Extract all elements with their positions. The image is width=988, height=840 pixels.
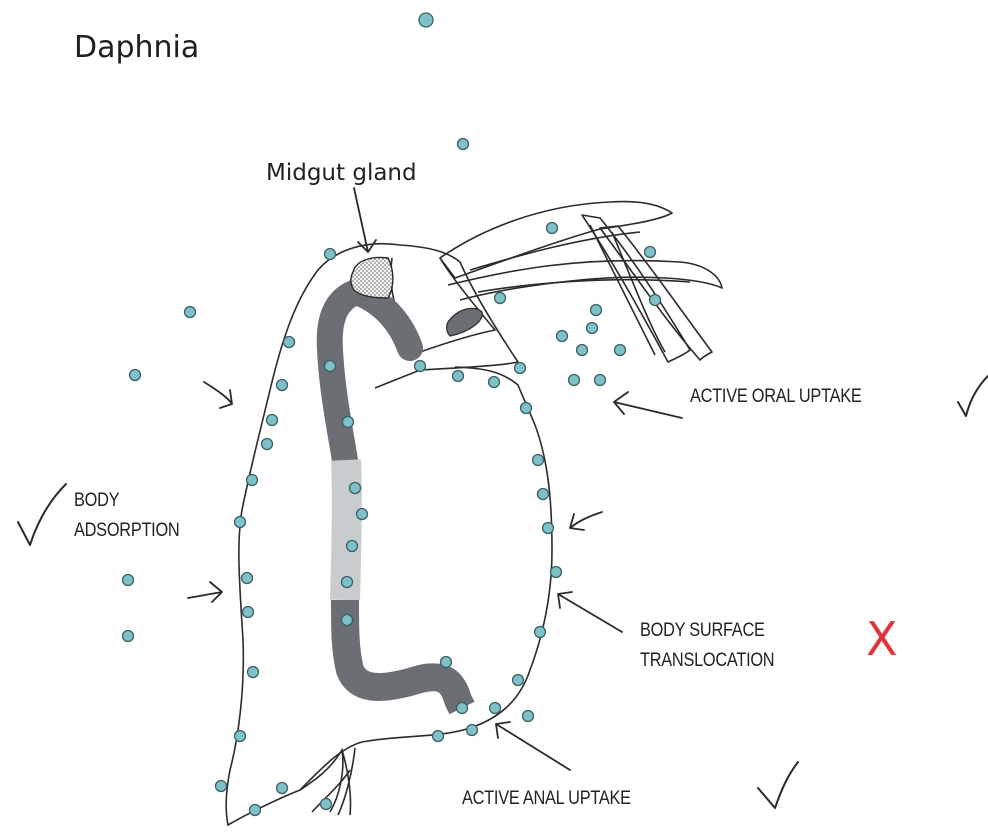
particle xyxy=(185,307,196,318)
particle xyxy=(357,509,368,520)
particle xyxy=(458,139,469,150)
particle xyxy=(557,331,568,342)
particle xyxy=(523,711,534,722)
particle xyxy=(513,675,524,686)
particle xyxy=(347,541,358,552)
carapace-outline xyxy=(226,270,552,825)
particle xyxy=(123,631,134,642)
particle xyxy=(490,703,501,714)
check-icon xyxy=(18,484,66,545)
arrow-oral xyxy=(614,392,682,418)
particle xyxy=(277,783,288,794)
check-marks xyxy=(18,376,988,808)
diagram-title: Daphnia xyxy=(74,30,199,65)
cross-icon: X xyxy=(866,612,898,666)
arrow-anal xyxy=(496,722,570,770)
particle xyxy=(521,403,532,414)
label-active-anal-uptake: ACTIVE ANAL UPTAKE xyxy=(462,784,631,814)
particle xyxy=(342,577,353,588)
gut xyxy=(330,292,462,708)
arrow-body-right xyxy=(570,512,602,530)
particle xyxy=(441,657,452,668)
particle xyxy=(343,417,354,428)
particle xyxy=(216,781,227,792)
particle xyxy=(415,361,426,372)
arrow-body-left-top xyxy=(204,382,232,408)
particle xyxy=(569,375,580,386)
particle xyxy=(342,615,353,626)
particle xyxy=(489,377,500,388)
particle xyxy=(433,731,444,742)
arrow-body-left-bottom xyxy=(188,582,222,602)
antenna xyxy=(440,202,722,362)
particle xyxy=(250,805,261,816)
particle xyxy=(243,607,254,618)
particle xyxy=(533,455,544,466)
arrow-surface xyxy=(558,592,622,632)
particle xyxy=(130,370,141,381)
particle xyxy=(247,475,258,486)
label-body-adsorption: BODY ADSORPTION xyxy=(74,486,179,546)
particle xyxy=(577,345,588,356)
check-icon xyxy=(758,762,798,808)
label-active-oral-uptake: ACTIVE ORAL UPTAKE xyxy=(690,382,862,412)
label-body-surface-translocation: BODY SURFACE TRANSLOCATION xyxy=(640,616,774,676)
particle xyxy=(591,305,602,316)
particle xyxy=(325,249,336,260)
particle xyxy=(495,293,506,304)
particle xyxy=(321,799,332,810)
particle xyxy=(535,627,546,638)
particle xyxy=(457,703,468,714)
particle xyxy=(547,223,558,234)
particle xyxy=(538,489,549,500)
particle xyxy=(267,415,278,426)
check-icon xyxy=(958,376,988,416)
particle xyxy=(242,573,253,584)
particle xyxy=(595,375,606,386)
particle xyxy=(587,323,598,334)
eye xyxy=(447,308,483,336)
midgut-gland xyxy=(351,258,393,298)
particle xyxy=(615,345,626,356)
particle xyxy=(235,731,246,742)
label-midgut-gland: Midgut gland xyxy=(266,160,417,186)
particle xyxy=(277,380,288,391)
particle xyxy=(350,483,361,494)
particle xyxy=(551,567,562,578)
particle xyxy=(284,337,295,348)
particle xyxy=(515,363,526,374)
particle xyxy=(419,13,433,27)
particle xyxy=(650,295,661,306)
particle xyxy=(248,667,259,678)
particle xyxy=(325,361,336,372)
particle xyxy=(645,247,656,258)
arrow-midgut xyxy=(354,188,376,252)
particle xyxy=(235,517,246,528)
particle xyxy=(453,371,464,382)
particle xyxy=(543,523,554,534)
particle xyxy=(467,725,478,736)
particle xyxy=(262,439,273,450)
particle xyxy=(123,575,134,586)
